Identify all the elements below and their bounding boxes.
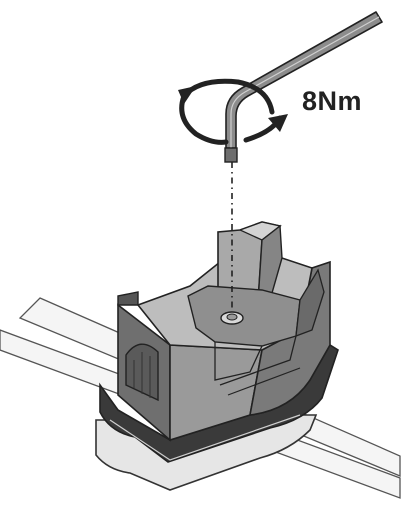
hex-key-icon [224, 11, 383, 163]
mount-housing [95, 221, 339, 491]
rotation-arrows-icon [178, 78, 288, 145]
torque-value-label: 8Nm [302, 86, 363, 116]
